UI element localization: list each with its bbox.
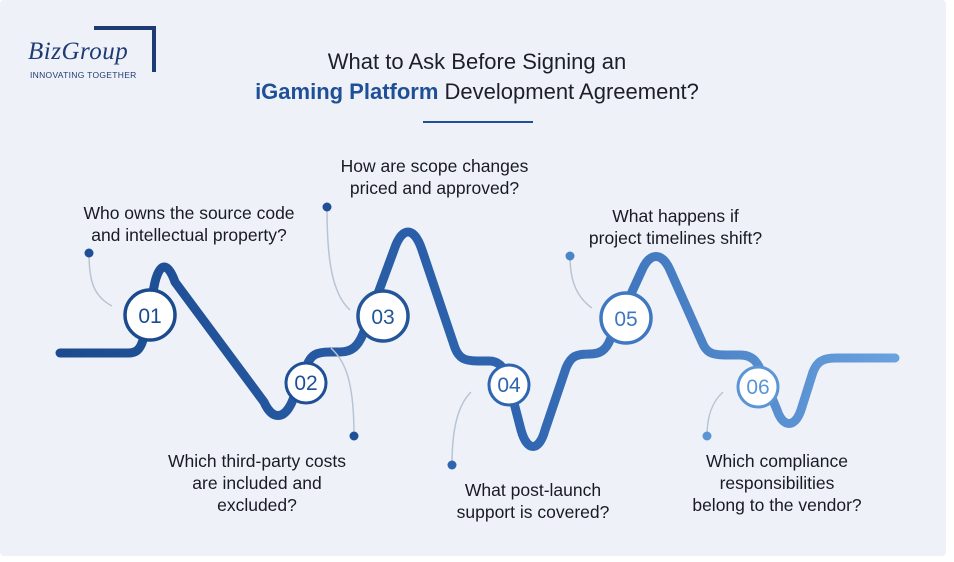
question-06-line-1: Which compliance: [706, 451, 848, 471]
step-number-06: 06: [746, 376, 769, 399]
connector-dots: [84, 202, 712, 470]
connector-03: [326, 207, 351, 311]
question-06-line-2: responsibilities: [719, 473, 835, 493]
connector-dot-06: [702, 431, 712, 441]
wave-line: [55, 227, 900, 451]
step-number-05: 05: [614, 308, 637, 331]
question-03: How are scope changes priced and approve…: [322, 155, 547, 199]
connector-06: [706, 391, 724, 437]
question-01-line-2: and intellectual property?: [91, 225, 287, 245]
logo-frame-shape: [94, 26, 156, 72]
question-01-line-1: Who owns the source code: [83, 203, 295, 223]
step-node-04: 04: [487, 363, 531, 407]
connector-lines: [88, 207, 724, 466]
step-node-01: 01: [123, 288, 177, 342]
step-node-03: 03: [356, 289, 410, 343]
logo-wordmark: BizGroup: [28, 38, 129, 65]
step-number-02: 02: [294, 372, 317, 395]
connector-dot-04: [447, 460, 457, 470]
connector-04: [451, 391, 472, 466]
question-06-line-3: belong to the vendor?: [692, 495, 862, 515]
question-04: What post-launch support is covered?: [433, 479, 633, 523]
bizgroup-logo: BizGroup INNOVATING TOGETHER: [24, 24, 164, 86]
question-06: Which compliance responsibilities belong…: [672, 450, 882, 516]
title-line-2: iGaming Platform Development Agreement?: [0, 79, 946, 105]
question-02-line-1: Which third-party costs: [168, 451, 346, 471]
question-03-line-1: How are scope changes: [340, 156, 529, 176]
connector-dot-02: [349, 431, 359, 441]
step-number-04: 04: [497, 374, 521, 397]
question-03-line-2: priced and approved?: [349, 178, 520, 198]
connector-02: [330, 347, 355, 437]
step-number-03: 03: [371, 306, 394, 329]
question-05-line-2: project timelines shift?: [588, 228, 763, 248]
question-04-line-2: support is covered?: [456, 502, 610, 522]
title-line-1: What to Ask Before Signing an: [327, 49, 627, 74]
connector-dot-05: [565, 251, 575, 261]
connector-05: [569, 255, 593, 309]
title-line-2-rest: Development Agreement?: [438, 79, 699, 104]
title-underline: [423, 121, 533, 123]
connector-01: [88, 252, 113, 307]
question-01: Who owns the source code and intellectua…: [64, 202, 314, 246]
question-05: What happens if project timelines shift?: [563, 205, 788, 249]
connector-dot-01: [84, 248, 94, 258]
question-02-line-3: excluded?: [217, 495, 297, 515]
step-node-02: 02: [284, 361, 328, 405]
connector-dot-03: [322, 202, 332, 212]
question-05-line-1: What happens if: [612, 206, 739, 226]
logo-tagline: INNOVATING TOGETHER: [30, 70, 137, 80]
question-04-line-1: What post-launch: [464, 480, 602, 500]
step-node-06: 06: [736, 365, 780, 409]
question-02: Which third-party costs are included and…: [143, 450, 371, 516]
question-02-line-2: are included and: [192, 473, 322, 493]
step-node-05: 05: [599, 291, 653, 345]
title-highlight: iGaming Platform: [255, 79, 439, 104]
step-number-01: 01: [138, 305, 161, 328]
